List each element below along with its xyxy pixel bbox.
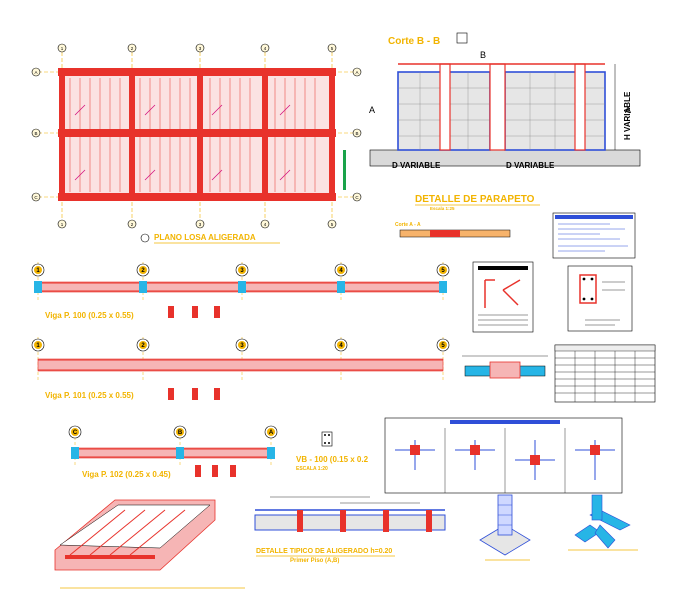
beam2-axis-1: 1 xyxy=(36,343,40,349)
axis-label-2-bottom: 2 xyxy=(131,222,134,227)
axis-label-c-right: C xyxy=(355,195,359,200)
axis-label-3-top: 3 xyxy=(199,46,202,51)
beam1-axis-1: 1 xyxy=(36,268,40,274)
joist-detail-title: DETALLE TIPICO DE ALIGERADO h=0.20 xyxy=(256,548,392,555)
parapet-section: Corte B - B H VARIABLE D VARIABLE D VA xyxy=(369,32,641,211)
axis-label-5-top: 5 xyxy=(331,46,334,51)
axis-label-1-top: 1 xyxy=(61,46,64,51)
notes-box xyxy=(552,212,636,259)
plan-floor-slab: 1 2 3 4 5 1 2 3 4 5 A B C A B C PLANO LO… xyxy=(31,43,362,244)
isometric-slab-detail xyxy=(54,499,245,589)
beam2-axis-3: 3 xyxy=(240,343,244,349)
cut-a-title: Corte A - A xyxy=(395,222,421,228)
axis-label-1-bottom: 1 xyxy=(61,222,64,227)
beam-section-detail xyxy=(462,355,548,379)
joist-detail-subtitle: Primer Piso (A,B) xyxy=(290,558,339,564)
stirrup-detail-box xyxy=(567,265,633,332)
footing-isometric xyxy=(479,494,531,561)
title-bubble xyxy=(140,233,150,243)
cut-mark-left: A xyxy=(369,105,375,115)
vb-title: VB - 100 (0.15 x 0.2 xyxy=(296,455,369,464)
parapet-detail-scale: Escala 1:25 xyxy=(430,206,455,211)
beam-p101: 1 2 3 4 5 Viga P. 101 (0.25 x 0.55) xyxy=(31,337,450,400)
beam3-title: Viga P. 102 (0.25 x 0.45) xyxy=(82,470,171,479)
beam2-title: Viga P. 101 (0.25 x 0.55) xyxy=(45,391,134,400)
axis-label-4-top: 4 xyxy=(264,46,267,51)
axis-label-c-left: C xyxy=(34,195,38,200)
beam3-axis-a: A xyxy=(269,430,274,436)
beam2-axis-4: 4 xyxy=(339,343,343,349)
axis-label-a-right: A xyxy=(355,70,358,75)
hook-detail-box xyxy=(472,261,534,333)
joint-isometric xyxy=(568,494,638,551)
beam1-axis-5: 5 xyxy=(441,268,445,274)
axis-label-4-bottom: 4 xyxy=(264,222,267,227)
typical-joist-detail: DETALLE TIPICO DE ALIGERADO h=0.20 Prime… xyxy=(254,496,446,564)
beam3-axis-c: C xyxy=(73,430,78,436)
axis-label-5-bottom: 5 xyxy=(331,222,334,227)
cut-mark-b: B xyxy=(480,50,486,60)
beam2-axis-2: 2 xyxy=(141,343,145,349)
beam1-axis-4: 4 xyxy=(339,268,343,274)
beam1-axis-2: 2 xyxy=(141,268,145,274)
axis-label-2-top: 2 xyxy=(131,46,134,51)
beam-p100: 1 2 3 4 5 Viga P. 100 (0.25 x 0.55) xyxy=(31,262,450,320)
section-title: Corte B - B xyxy=(388,36,440,47)
axis-label-b-left: B xyxy=(34,131,37,136)
cut-a-detail: Corte A - A xyxy=(395,222,511,238)
vb-scale: ESCALA 1:20 xyxy=(296,466,328,472)
width-label-left: D VARIABLE xyxy=(392,161,441,170)
parapet-detail-title: DETALLE DE PARAPETO xyxy=(415,194,535,205)
axis-label-b-right: B xyxy=(355,131,358,136)
axis-label-3-bottom: 3 xyxy=(199,222,202,227)
cut-mark-right: A xyxy=(625,105,631,115)
vb-beam: VB - 100 (0.15 x 0.2 ESCALA 1:20 xyxy=(296,431,369,472)
beam1-axis-3: 3 xyxy=(240,268,244,274)
plan-title: PLANO LOSA ALIGERADA xyxy=(154,233,256,242)
width-label-right: D VARIABLE xyxy=(506,161,555,170)
axis-label-a-left: A xyxy=(34,70,37,75)
schedule-table xyxy=(554,344,656,403)
beam3-axis-b: B xyxy=(178,430,183,436)
beam1-title: Viga P. 100 (0.25 x 0.55) xyxy=(45,311,134,320)
connection-details-box xyxy=(384,417,623,494)
beam2-axis-5: 5 xyxy=(441,343,445,349)
beam-p102: C B A Viga P. 102 (0.25 x 0.45) xyxy=(68,425,278,479)
section-vertical-label: H VARIABLE xyxy=(623,91,632,140)
